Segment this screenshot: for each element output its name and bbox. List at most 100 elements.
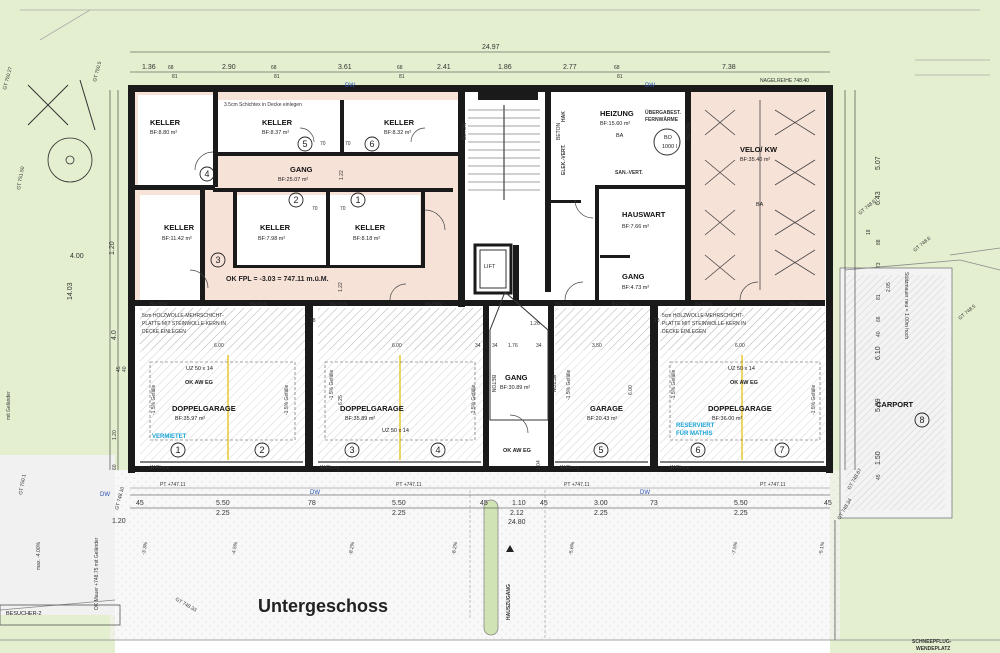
- keller1-fill: [138, 95, 213, 185]
- holz-hatch-2: [318, 308, 483, 350]
- number-label: 6: [369, 139, 374, 149]
- dim-right: 2.05: [886, 282, 892, 292]
- paved-area-tint: [110, 470, 840, 640]
- gefaelle-note: -1.5% Gefälle: [151, 384, 157, 415]
- gefaelle-note: -1.5% Gefälle: [471, 384, 477, 415]
- beton-label: BETON: [686, 122, 692, 140]
- dim-top: 3.61: [338, 64, 352, 71]
- hauszugang-label: HAUSZUGANG: [506, 584, 512, 620]
- slope-label: -5.6%: [568, 541, 576, 555]
- room-keller5-name: KELLER: [260, 223, 291, 232]
- room-gang1-area: BF:25.07 m²: [278, 177, 308, 183]
- dim-inner: 6.00: [214, 343, 224, 349]
- uz-note: UZ 50 x 14: [186, 366, 213, 372]
- holz-note-line: PLATTE MIT STEINWOLLE-KERN IN: [662, 321, 746, 327]
- dim-top: 2.41: [437, 64, 451, 71]
- dim-top: 68: [397, 65, 403, 71]
- room-velo-area: BF:35.40 m²: [740, 157, 770, 163]
- dim-top: 1.36: [142, 64, 156, 71]
- dim-right: 73: [876, 262, 882, 268]
- room-keller1-name: KELLER: [150, 118, 181, 127]
- dim-inner: 18: [654, 318, 660, 324]
- dim-left: 1.20: [109, 241, 116, 255]
- velo-zone: [690, 92, 825, 302]
- page-title: Untergeschoss: [258, 596, 388, 616]
- boiler-icon: [653, 128, 681, 156]
- dim-right: 5.07: [875, 156, 882, 170]
- beton-label: BETON: [695, 302, 713, 308]
- room-hauswart-name: HAUSWART: [622, 210, 666, 219]
- room-keller2-name: KELLER: [262, 118, 293, 127]
- room-keller3-area: BF:8.32 m²: [384, 130, 411, 136]
- dim-top: 81: [617, 74, 623, 80]
- uebergabe-line: FERNWÄRME: [645, 116, 679, 123]
- number-label: 1: [355, 195, 360, 205]
- bo-volume: 1000 l: [662, 144, 677, 150]
- beton-label: BETON: [150, 302, 168, 308]
- room-heizung-name: HEIZUNG: [600, 109, 634, 118]
- dim-left: 60: [112, 464, 118, 470]
- ok-fpl-note: OK FPL = -3.03 = 747.11 m.ü.M.: [226, 276, 329, 283]
- ok-aweg-label: OK AW EG: [185, 380, 213, 386]
- holz-note-line: DECKE EINLEGEN: [142, 329, 186, 335]
- holz-note-line: 5cm HOLZWOLLE-MEHRSCHICHT-: [142, 313, 224, 319]
- dim-inner: 70: [312, 206, 318, 212]
- number-label: 4: [204, 169, 209, 179]
- uz-note: UZ 50 x 14: [382, 428, 409, 434]
- dim-inner: 34: [536, 343, 542, 349]
- beton-label: BETON: [555, 302, 573, 308]
- beton-label: BETON: [330, 302, 348, 308]
- lift-label: LIFT: [484, 264, 496, 270]
- dim-bottom: 45: [824, 500, 832, 507]
- dimension-lines: [109, 51, 856, 509]
- paved-left: [0, 455, 115, 615]
- dim-inner: 1.76: [508, 343, 518, 349]
- dim-inner: 3.50: [592, 343, 602, 349]
- dim-inner: 6.25: [338, 395, 344, 405]
- dim-top: 7.38: [722, 64, 736, 71]
- dim-inner: 70: [340, 206, 346, 212]
- number-label: 3: [215, 255, 220, 265]
- slope-label: -5.1%: [818, 541, 826, 555]
- max-slope-note: max. -4.00%: [36, 541, 42, 570]
- dim-inner: 6.00: [735, 343, 745, 349]
- room-garage3-name: GARAGE: [590, 404, 623, 413]
- dim-bottom: 2.25: [594, 510, 608, 517]
- number-label: 7: [779, 445, 784, 455]
- dim-bottom: 45: [480, 500, 488, 507]
- dim-inner: 70: [345, 141, 351, 147]
- spot-height: GT 750.5: [92, 61, 103, 83]
- dim-bottom: 45: [136, 500, 144, 507]
- dim-top: 2.90: [222, 64, 236, 71]
- circled-numbers: [170, 136, 930, 458]
- dim-right: 66: [876, 316, 882, 322]
- w-rinne-label: W-Rinne: [560, 465, 580, 471]
- dw-label: DW: [640, 490, 650, 496]
- door-arcs: [189, 127, 759, 434]
- dw-label: DW: [310, 490, 320, 496]
- number-label: 3: [349, 445, 354, 455]
- dim-inner: 1.22: [339, 170, 345, 180]
- terrain-lines: [20, 9, 990, 76]
- mit-gelander-note: mit Geländer: [6, 391, 12, 420]
- dim-bottom: 5.50: [392, 500, 406, 507]
- room-keller3-name: KELLER: [384, 118, 415, 127]
- keller4-fill: [140, 195, 205, 300]
- dim-right: 81: [876, 294, 882, 300]
- room-garage4-name: DOPPELGARAGE: [708, 404, 772, 413]
- dim-left: 40: [122, 366, 128, 372]
- pt-label: PT +747.11: [564, 482, 590, 488]
- dim-bottom: 3.00: [594, 500, 608, 507]
- lift-shaft: [479, 249, 507, 289]
- dim-left: 45: [116, 366, 122, 372]
- dim-top: 68: [614, 65, 620, 71]
- elek-vert-label: ELEK.-VERT.: [561, 144, 567, 175]
- dim-right: 1.50: [875, 451, 882, 465]
- room-keller4-name: KELLER: [164, 223, 195, 232]
- entrance-arrow-icon: [506, 545, 514, 552]
- carport-hatch: [845, 275, 945, 510]
- ba-label-2: BA: [756, 202, 764, 208]
- dim-bottom: 45: [540, 500, 548, 507]
- reserviert-line: RESERVIERT: [676, 423, 715, 429]
